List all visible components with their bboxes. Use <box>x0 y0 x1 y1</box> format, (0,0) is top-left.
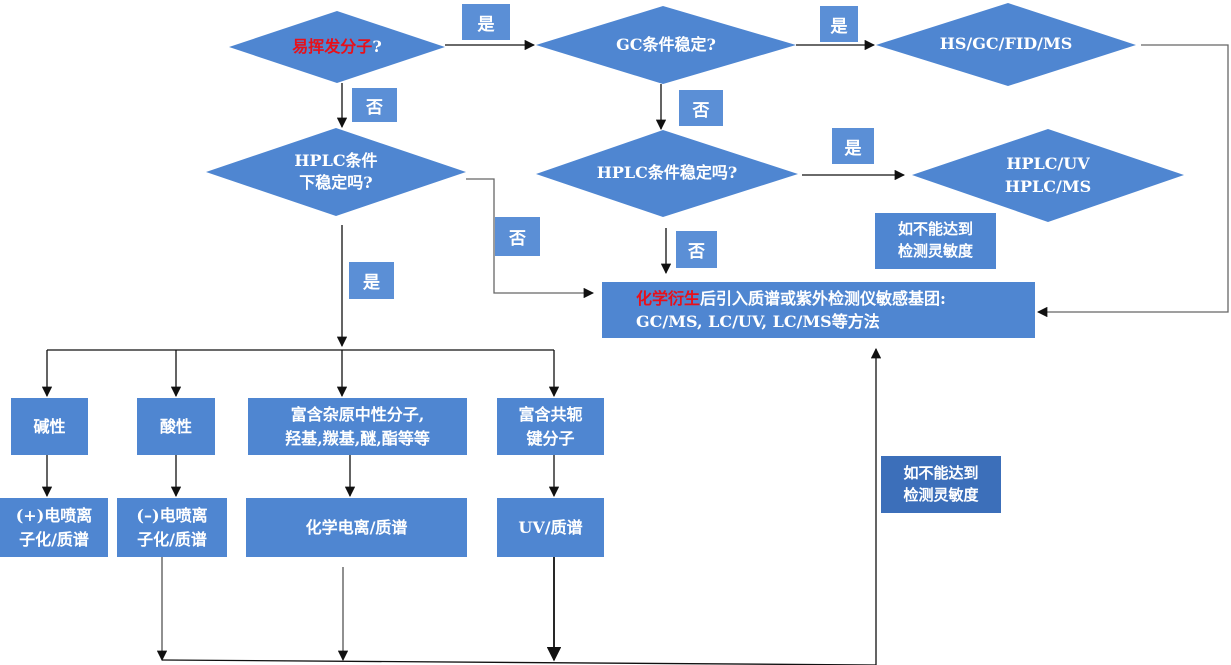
decision-hplc-stable-mid <box>536 130 798 217</box>
label-yes-hplc-mid: 是 <box>832 128 874 164</box>
decision-hplc-stable-left <box>206 128 466 216</box>
note-sensitivity-top: 如不能达到 检测灵敏度 <box>875 213 996 269</box>
category-conjugated: 富含共轭 键分子 <box>497 398 604 455</box>
derivatization-line2: GC/MS, LC/UV, LC/MS等方法 <box>636 312 880 331</box>
decision-hplc-uv-ms <box>912 129 1184 222</box>
decision-gc-stable <box>536 6 796 84</box>
method-ci-ms: 化学电离/质谱 <box>246 498 467 557</box>
category-acidic: 酸性 <box>137 398 215 455</box>
derivatization-box: 化学衍生后引入质谱或紫外检测仪敏感基团: GC/MS, LC/UV, LC/MS… <box>602 282 1035 338</box>
arrow-hsgc-to-deriv <box>1036 44 1229 318</box>
arrow-bottom-return <box>161 347 882 665</box>
label-no-hplc-mid: 否 <box>676 231 717 268</box>
decision-hs-gc <box>876 3 1136 86</box>
label-no-gc: 否 <box>679 90 723 126</box>
label-no-hplc-left: 否 <box>495 217 540 256</box>
derivatization-highlight: 化学衍生 <box>636 288 701 308</box>
category-basic: 碱性 <box>11 398 88 455</box>
derivatization-line1: 后引入质谱或紫外检测仪敏感基团: <box>700 288 946 308</box>
label-no-volatile: 否 <box>352 88 397 122</box>
label-yes-volatile: 是 <box>462 4 510 40</box>
label-yes-hplc-left: 是 <box>349 262 394 299</box>
category-hetero: 富含杂原中性分子, 羟基,羰基,醚,酯等等 <box>248 398 467 455</box>
label-yes-gc: 是 <box>820 6 858 42</box>
decision-volatile <box>229 11 445 83</box>
method-uv-ms: UV/质谱 <box>497 498 604 557</box>
note-sensitivity-bottom: 如不能达到 检测灵敏度 <box>881 456 1001 513</box>
arrow-hplc-left-to-deriv <box>466 178 595 299</box>
method-esi-negative: (–)电喷离 子化/质谱 <box>117 498 227 557</box>
method-esi-positive: (+)电喷离 子化/质谱 <box>0 498 108 557</box>
